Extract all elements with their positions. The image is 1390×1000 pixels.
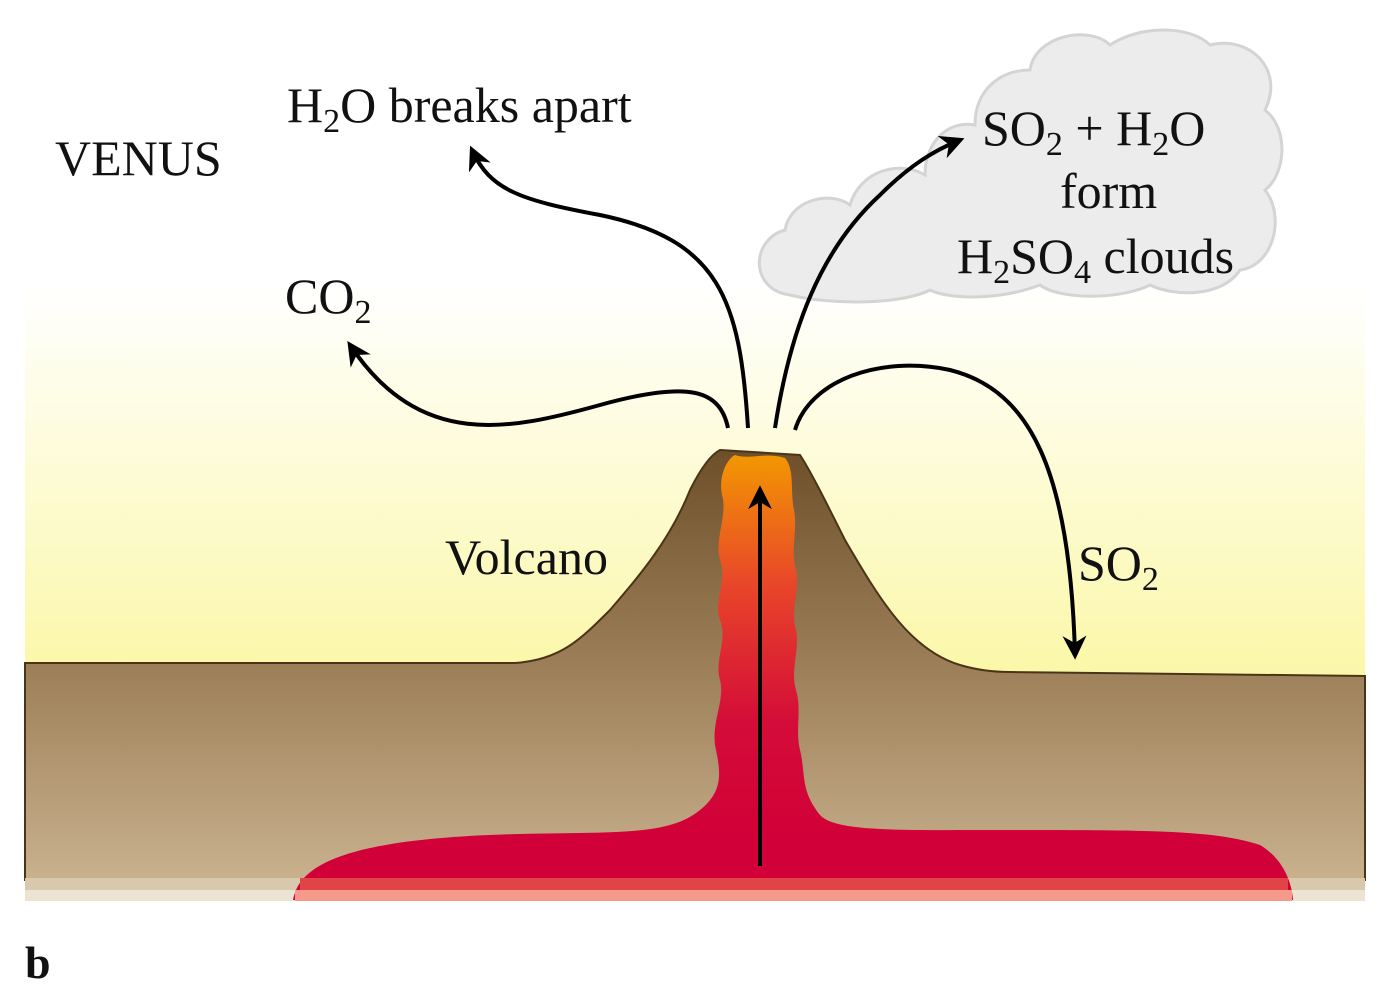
clouds-arrow	[773, 135, 965, 429]
clouds-label-line1: SO2 + H2O	[982, 100, 1205, 163]
ground-volcano	[24, 448, 1366, 881]
co2-label: CO2	[285, 268, 371, 331]
planet-label: VENUS	[55, 130, 222, 186]
clouds-label-line2: form	[1060, 163, 1157, 219]
so2-label: SO2	[1078, 535, 1159, 598]
so2-arrow	[793, 363, 1087, 660]
magma-strip-2	[295, 890, 1292, 901]
clouds-label-line3: H2SO4 clouds	[957, 228, 1234, 291]
panel-label: b	[25, 937, 51, 988]
cloud-shape	[757, 28, 1284, 304]
h2o-label: H2O breaks apart	[287, 77, 632, 140]
co2-arrow	[347, 341, 730, 429]
magma-chamber-and-conduit	[293, 455, 1293, 900]
volcano-label: Volcano	[445, 529, 608, 585]
magma-strip-1	[300, 878, 1288, 890]
h2o-arrow	[468, 145, 750, 429]
